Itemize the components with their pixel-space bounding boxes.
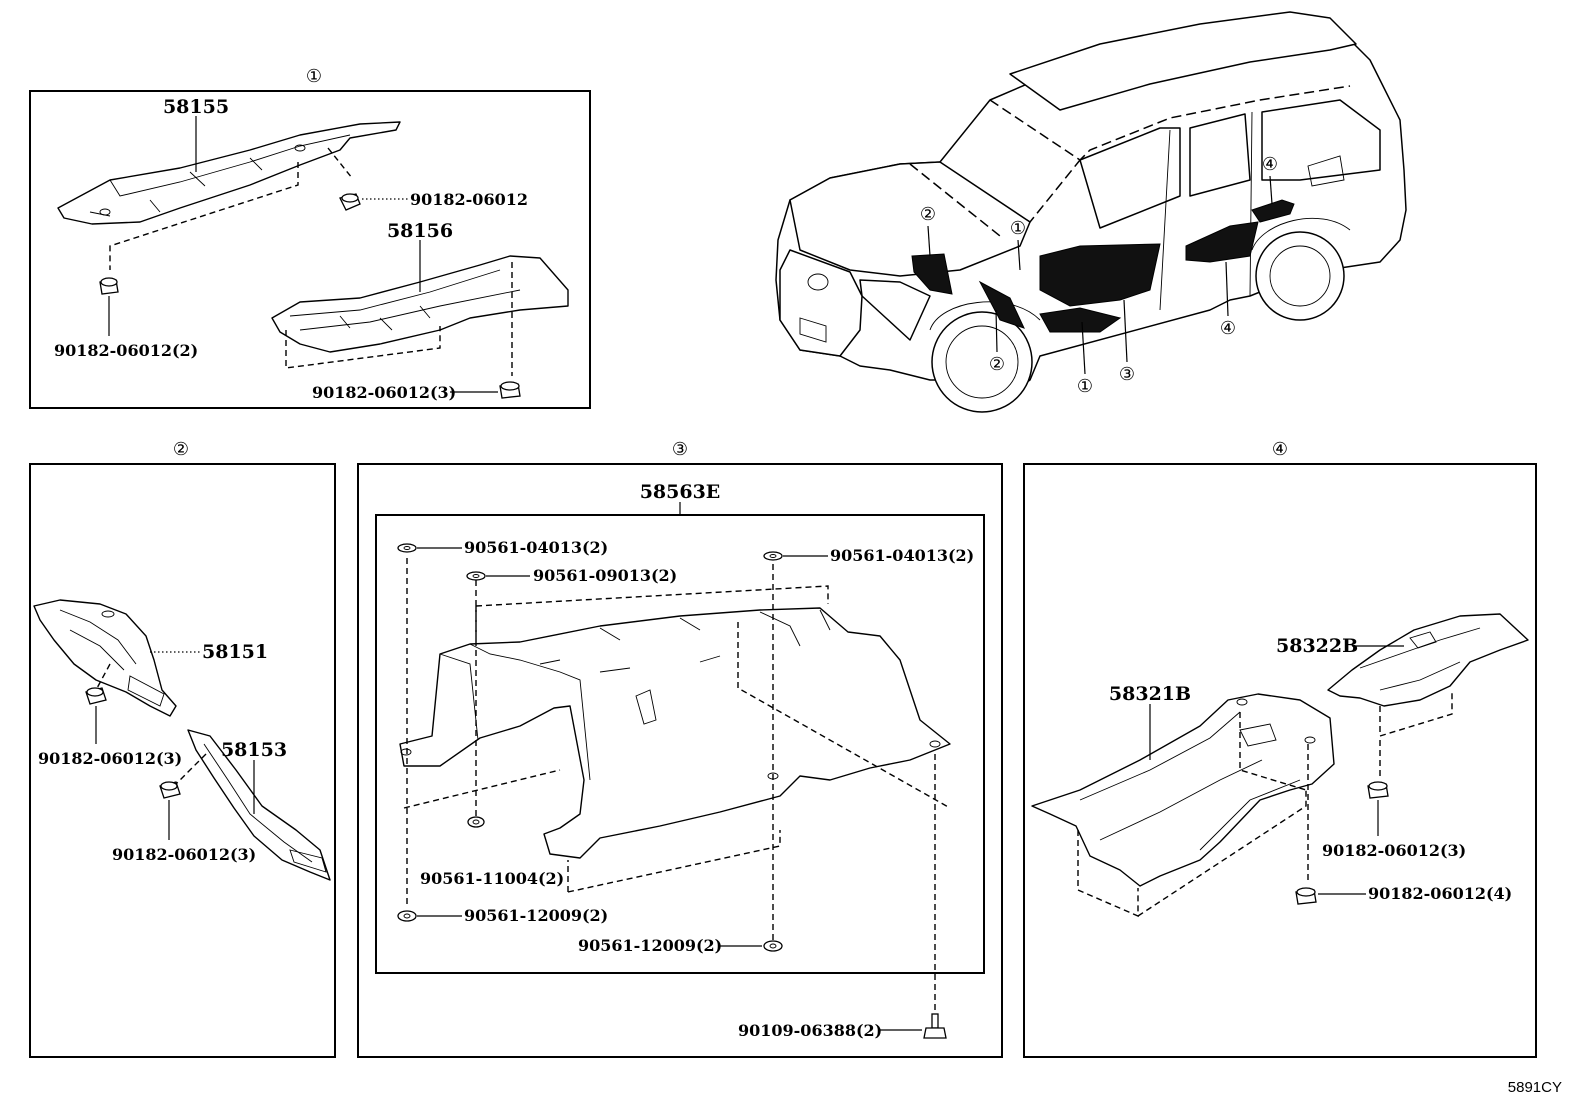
fender-liner-dark [978, 280, 1025, 329]
group-4: ④ 58322B 90182-06012(3) 58321B [1023, 439, 1537, 1058]
group-4-marker: ④ [1272, 439, 1288, 460]
label-58153: 58153 [221, 739, 287, 761]
label-58322B: 58322B [1276, 635, 1358, 657]
label-58151: 58151 [202, 641, 268, 663]
group-3-frame [357, 463, 1003, 1058]
group-4-frame [1023, 463, 1537, 1058]
label-90182-06012-3-c: 90182-06012(3) [1322, 841, 1466, 860]
label-90182-06012-4: 90182-06012(4) [1368, 884, 1512, 903]
clip-icon [499, 381, 521, 399]
grommet-icon [763, 940, 783, 952]
label-58563E: 58563E [640, 481, 721, 503]
label-90182-06012-3: 90182-06012(3) [312, 383, 456, 402]
label-90561-04013-a: 90561-04013(2) [464, 538, 608, 557]
label-58155: 58155 [163, 96, 229, 118]
vehicle-callout-2: ② [920, 204, 936, 225]
illustration-code: 5891CY [1508, 1079, 1562, 1096]
group-2-frame [29, 463, 336, 1058]
label-90109-06388: 90109-06388(2) [738, 1021, 882, 1040]
group-2: ② 58151 90182-06012(3) 58153 90182-06012… [29, 439, 336, 1058]
label-90561-12009-b: 90561-12009(2) [578, 936, 722, 955]
label-90561-09013: 90561-09013(2) [533, 566, 677, 585]
floor-silencer-dark [1185, 221, 1259, 263]
floor-silencer-dark [1251, 199, 1295, 223]
clip-icon [1367, 781, 1389, 799]
part-58321B-silencer [1031, 693, 1335, 887]
part-58155-shield [57, 121, 401, 225]
label-90182-06012-a: 90182-06012 [410, 190, 528, 209]
group-3: ③ 58563E 90561-04013(2) 90561-09013(2) [357, 439, 1003, 1058]
vehicle-callout-1: ① [1010, 218, 1026, 239]
label-90182-06012-2: 90182-06012(2) [54, 341, 198, 360]
grommet-icon [466, 571, 486, 581]
vehicle-callout-4: ④ [1220, 318, 1236, 339]
part-58563E-silencer [399, 607, 951, 859]
label-90561-04013-b: 90561-04013(2) [830, 546, 974, 565]
grommet-icon [397, 910, 417, 922]
label-90561-12009-a: 90561-12009(2) [464, 906, 608, 925]
label-90182-06012-3-b: 90182-06012(3) [112, 845, 256, 864]
fender-liner-dark [911, 253, 953, 295]
floor-silencer-dark [1039, 307, 1122, 333]
part-58151-liner [33, 599, 177, 717]
group-1: ① 58155 90182-06012 90182-06012(2) [29, 66, 591, 409]
part-58153-liner [187, 729, 331, 881]
grommet-icon [467, 816, 485, 828]
label-90561-11004: 90561-11004(2) [420, 869, 564, 888]
vehicle-callout-4: ④ [1262, 154, 1278, 175]
vehicle-callout-3: ③ [1119, 364, 1135, 385]
grommet-icon [397, 543, 417, 553]
group-2-marker: ② [173, 439, 189, 460]
part-58156-shield [271, 255, 569, 353]
clip-icon [159, 781, 181, 799]
clip-icon [99, 277, 119, 295]
group-1-frame [29, 90, 591, 409]
vehicle-callout-1: ① [1077, 376, 1093, 397]
label-90182-06012-3-a: 90182-06012(3) [38, 749, 182, 768]
vehicle-illustration: ② ① ② ① ③ ④ ④ [775, 11, 1407, 413]
label-58321B: 58321B [1109, 683, 1191, 705]
clip-icon [1295, 887, 1317, 905]
group-1-marker: ① [306, 66, 322, 87]
vehicle-callout-2: ② [989, 354, 1005, 375]
part-58322B-silencer [1327, 613, 1529, 707]
floor-silencer-dark [1039, 243, 1161, 307]
bolt-icon [923, 1013, 947, 1039]
grommet-icon [763, 551, 783, 561]
label-58156: 58156 [387, 220, 453, 242]
clip-icon [85, 687, 107, 705]
group-3-marker: ③ [672, 439, 688, 460]
clip-icon [339, 193, 361, 211]
